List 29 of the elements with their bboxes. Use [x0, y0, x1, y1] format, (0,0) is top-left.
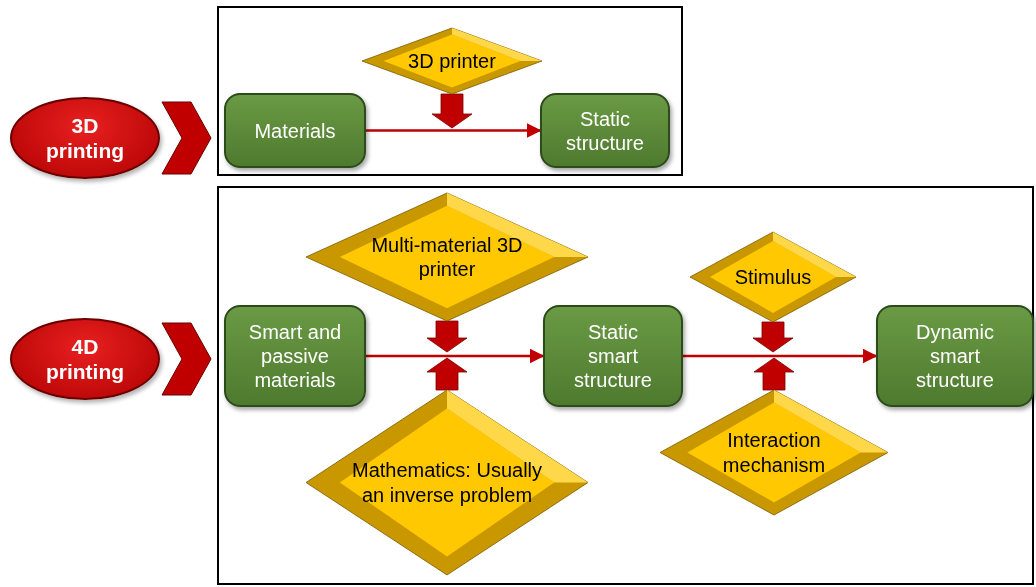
block-arrow: [426, 320, 468, 353]
process-box: [876, 305, 1034, 407]
node-label: 4D printing: [44, 333, 126, 385]
node-label: Interaction mechanism: [721, 428, 827, 477]
chevron-arrow: [161, 101, 212, 175]
block-arrow: [753, 357, 795, 391]
arrow: [366, 123, 542, 138]
process-box: [224, 93, 366, 168]
arrow: [366, 348, 545, 364]
arrow: [683, 348, 878, 364]
group-frame: [217, 186, 1034, 585]
node-label: 3D printer: [408, 48, 496, 74]
process-box: [540, 93, 670, 168]
node-label: Static structure: [565, 106, 645, 155]
node-label: Stimulus: [734, 264, 812, 290]
node-label: Materials: [254, 118, 336, 143]
block-arrow: [431, 93, 473, 129]
process-box: [543, 305, 683, 407]
block-arrow: [426, 357, 468, 391]
process-box: [224, 305, 366, 407]
block-arrow: [752, 321, 794, 353]
node-label: Static smart structure: [573, 320, 653, 392]
node-label: Multi-material 3D printer: [370, 232, 524, 282]
node-label: Dynamic smart structure: [915, 320, 995, 392]
node-label: Smart and passive materials: [247, 320, 343, 392]
group-frame: [217, 6, 683, 176]
node-label: 3D printing: [44, 112, 126, 164]
node-label: Mathematics: Usually an inverse problem: [350, 458, 544, 507]
chevron-arrow: [161, 322, 212, 396]
